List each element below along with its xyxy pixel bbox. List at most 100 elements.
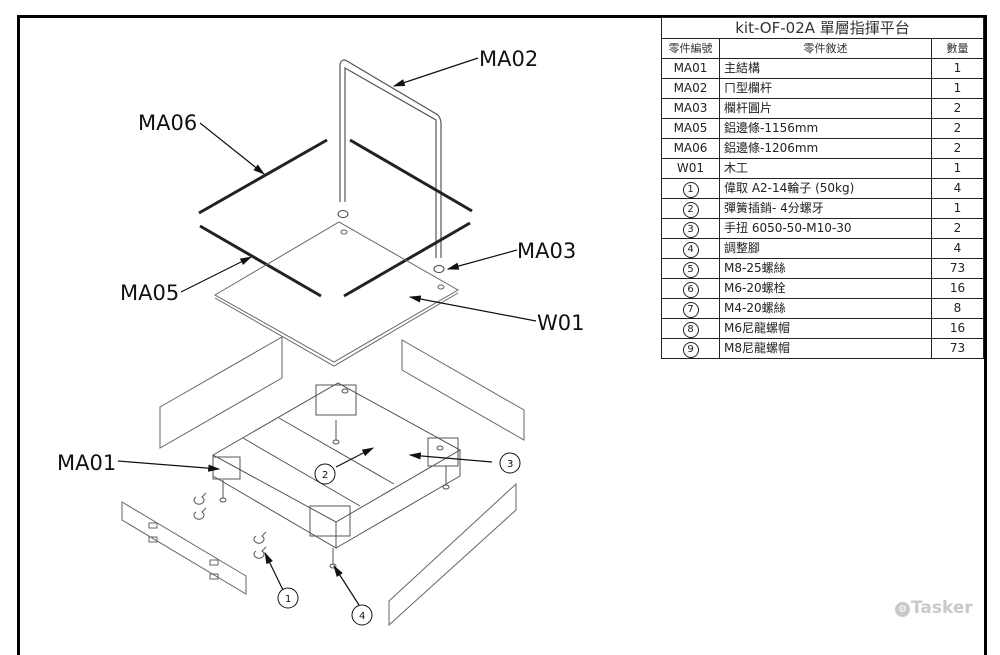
part-description: 彈簧插銷- 4分螺牙 bbox=[719, 198, 932, 219]
part-number: MA03 bbox=[661, 98, 720, 119]
part-description: M6-20螺栓 bbox=[719, 278, 932, 299]
wood-board-w01 bbox=[213, 221, 460, 367]
part-number: MA02 bbox=[661, 78, 720, 99]
circled-number: 3 bbox=[682, 222, 699, 238]
part-description: 鋁邊條-1156mm bbox=[719, 118, 932, 139]
part-description: 調整腳 bbox=[719, 238, 932, 259]
header-quantity: 數量 bbox=[931, 38, 984, 59]
callout-ma02: MA02 bbox=[479, 47, 538, 71]
edge-strip-ma06 bbox=[198, 138, 473, 215]
edge-strip-ma05 bbox=[199, 221, 471, 298]
part-quantity: 1 bbox=[931, 78, 984, 99]
part-quantity: 1 bbox=[931, 58, 984, 79]
part-number: 9 bbox=[661, 338, 720, 359]
part-quantity: 2 bbox=[931, 98, 984, 119]
part-quantity: 8 bbox=[931, 298, 984, 319]
part-quantity: 73 bbox=[931, 258, 984, 279]
tasker-logo-icon: ⚙ bbox=[895, 602, 910, 617]
callout-w01: W01 bbox=[537, 311, 585, 335]
part-number: MA06 bbox=[661, 138, 720, 159]
part-description: ㄇ型欄杆 bbox=[719, 78, 932, 99]
main-structure-ma01 bbox=[211, 382, 462, 569]
circled-number: 7 bbox=[682, 302, 699, 318]
drawing-frame bbox=[17, 15, 987, 655]
leader-lines bbox=[117, 57, 537, 606]
part-number: 1 bbox=[661, 178, 720, 199]
bom-title: kit-OF-02A 單層指揮平台 bbox=[661, 17, 984, 39]
part-quantity: 16 bbox=[931, 278, 984, 299]
circled-number: 8 bbox=[682, 322, 699, 338]
part-quantity: 73 bbox=[931, 338, 984, 359]
side-panels bbox=[121, 336, 525, 627]
exploded-assembly-drawing: MA02 MA06 MA03 MA05 W01 MA01 1 2 3 4 bbox=[57, 47, 585, 627]
callout-ma03: MA03 bbox=[517, 239, 576, 263]
part-quantity: 1 bbox=[931, 158, 984, 179]
watermark: ⚙Tasker bbox=[895, 598, 973, 618]
circled-number: 1 bbox=[682, 182, 699, 198]
svg-text:4: 4 bbox=[359, 611, 365, 622]
svg-text:1: 1 bbox=[285, 594, 291, 605]
part-quantity: 1 bbox=[931, 198, 984, 219]
part-description: 主結構 bbox=[719, 58, 932, 79]
svg-text:3: 3 bbox=[507, 459, 513, 470]
part-description: 欄杆圓片 bbox=[719, 98, 932, 119]
circled-number: 9 bbox=[682, 342, 699, 358]
part-description: 鋁邊條-1206mm bbox=[719, 138, 932, 159]
table-row: 1 偉取 A2-14輪子 (50kg)4 bbox=[661, 178, 984, 199]
part-number: 7 bbox=[661, 298, 720, 319]
part-number: MA01 bbox=[661, 58, 720, 79]
balloon-2: 2 bbox=[314, 463, 336, 485]
railing-ma02 bbox=[339, 59, 442, 258]
header-part-description: 零件敘述 bbox=[719, 38, 932, 59]
part-description: M4-20螺絲 bbox=[719, 298, 932, 319]
part-description: 偉取 A2-14輪子 (50kg) bbox=[719, 178, 932, 199]
part-number: 5 bbox=[661, 258, 720, 279]
callout-ma05: MA05 bbox=[120, 281, 179, 305]
part-description: M8尼龍螺帽 bbox=[719, 338, 932, 359]
part-number: 4 bbox=[661, 238, 720, 259]
part-number: 8 bbox=[661, 318, 720, 339]
part-number: 6 bbox=[661, 278, 720, 299]
part-quantity: 4 bbox=[931, 178, 984, 199]
part-description: 木工 bbox=[719, 158, 932, 179]
balloon-3: 3 bbox=[499, 452, 521, 474]
header-part-number: 零件編號 bbox=[661, 38, 720, 59]
part-description: M8-25螺絲 bbox=[719, 258, 932, 279]
balloon-4: 4 bbox=[351, 604, 373, 626]
part-quantity: 16 bbox=[931, 318, 984, 339]
callout-ma06: MA06 bbox=[138, 111, 197, 135]
part-quantity: 2 bbox=[931, 218, 984, 239]
circled-number: 4 bbox=[682, 242, 699, 258]
casters bbox=[193, 492, 267, 559]
watermark-text: Tasker bbox=[911, 598, 973, 618]
part-number: 3 bbox=[661, 218, 720, 239]
part-quantity: 2 bbox=[931, 118, 984, 139]
part-number: W01 bbox=[661, 158, 720, 179]
part-description: 手扭 6050-50-M10-30 bbox=[719, 218, 932, 239]
part-description: M6尼龍螺帽 bbox=[719, 318, 932, 339]
part-quantity: 2 bbox=[931, 138, 984, 159]
balloon-1: 1 bbox=[277, 587, 299, 609]
callout-ma01: MA01 bbox=[57, 451, 116, 475]
svg-text:2: 2 bbox=[322, 470, 328, 481]
part-quantity: 4 bbox=[931, 238, 984, 259]
part-number: MA05 bbox=[661, 118, 720, 139]
circled-number: 6 bbox=[682, 282, 699, 298]
railing-disc-ma03 bbox=[337, 210, 445, 273]
circled-number: 5 bbox=[682, 262, 699, 278]
circled-number: 2 bbox=[682, 202, 699, 218]
